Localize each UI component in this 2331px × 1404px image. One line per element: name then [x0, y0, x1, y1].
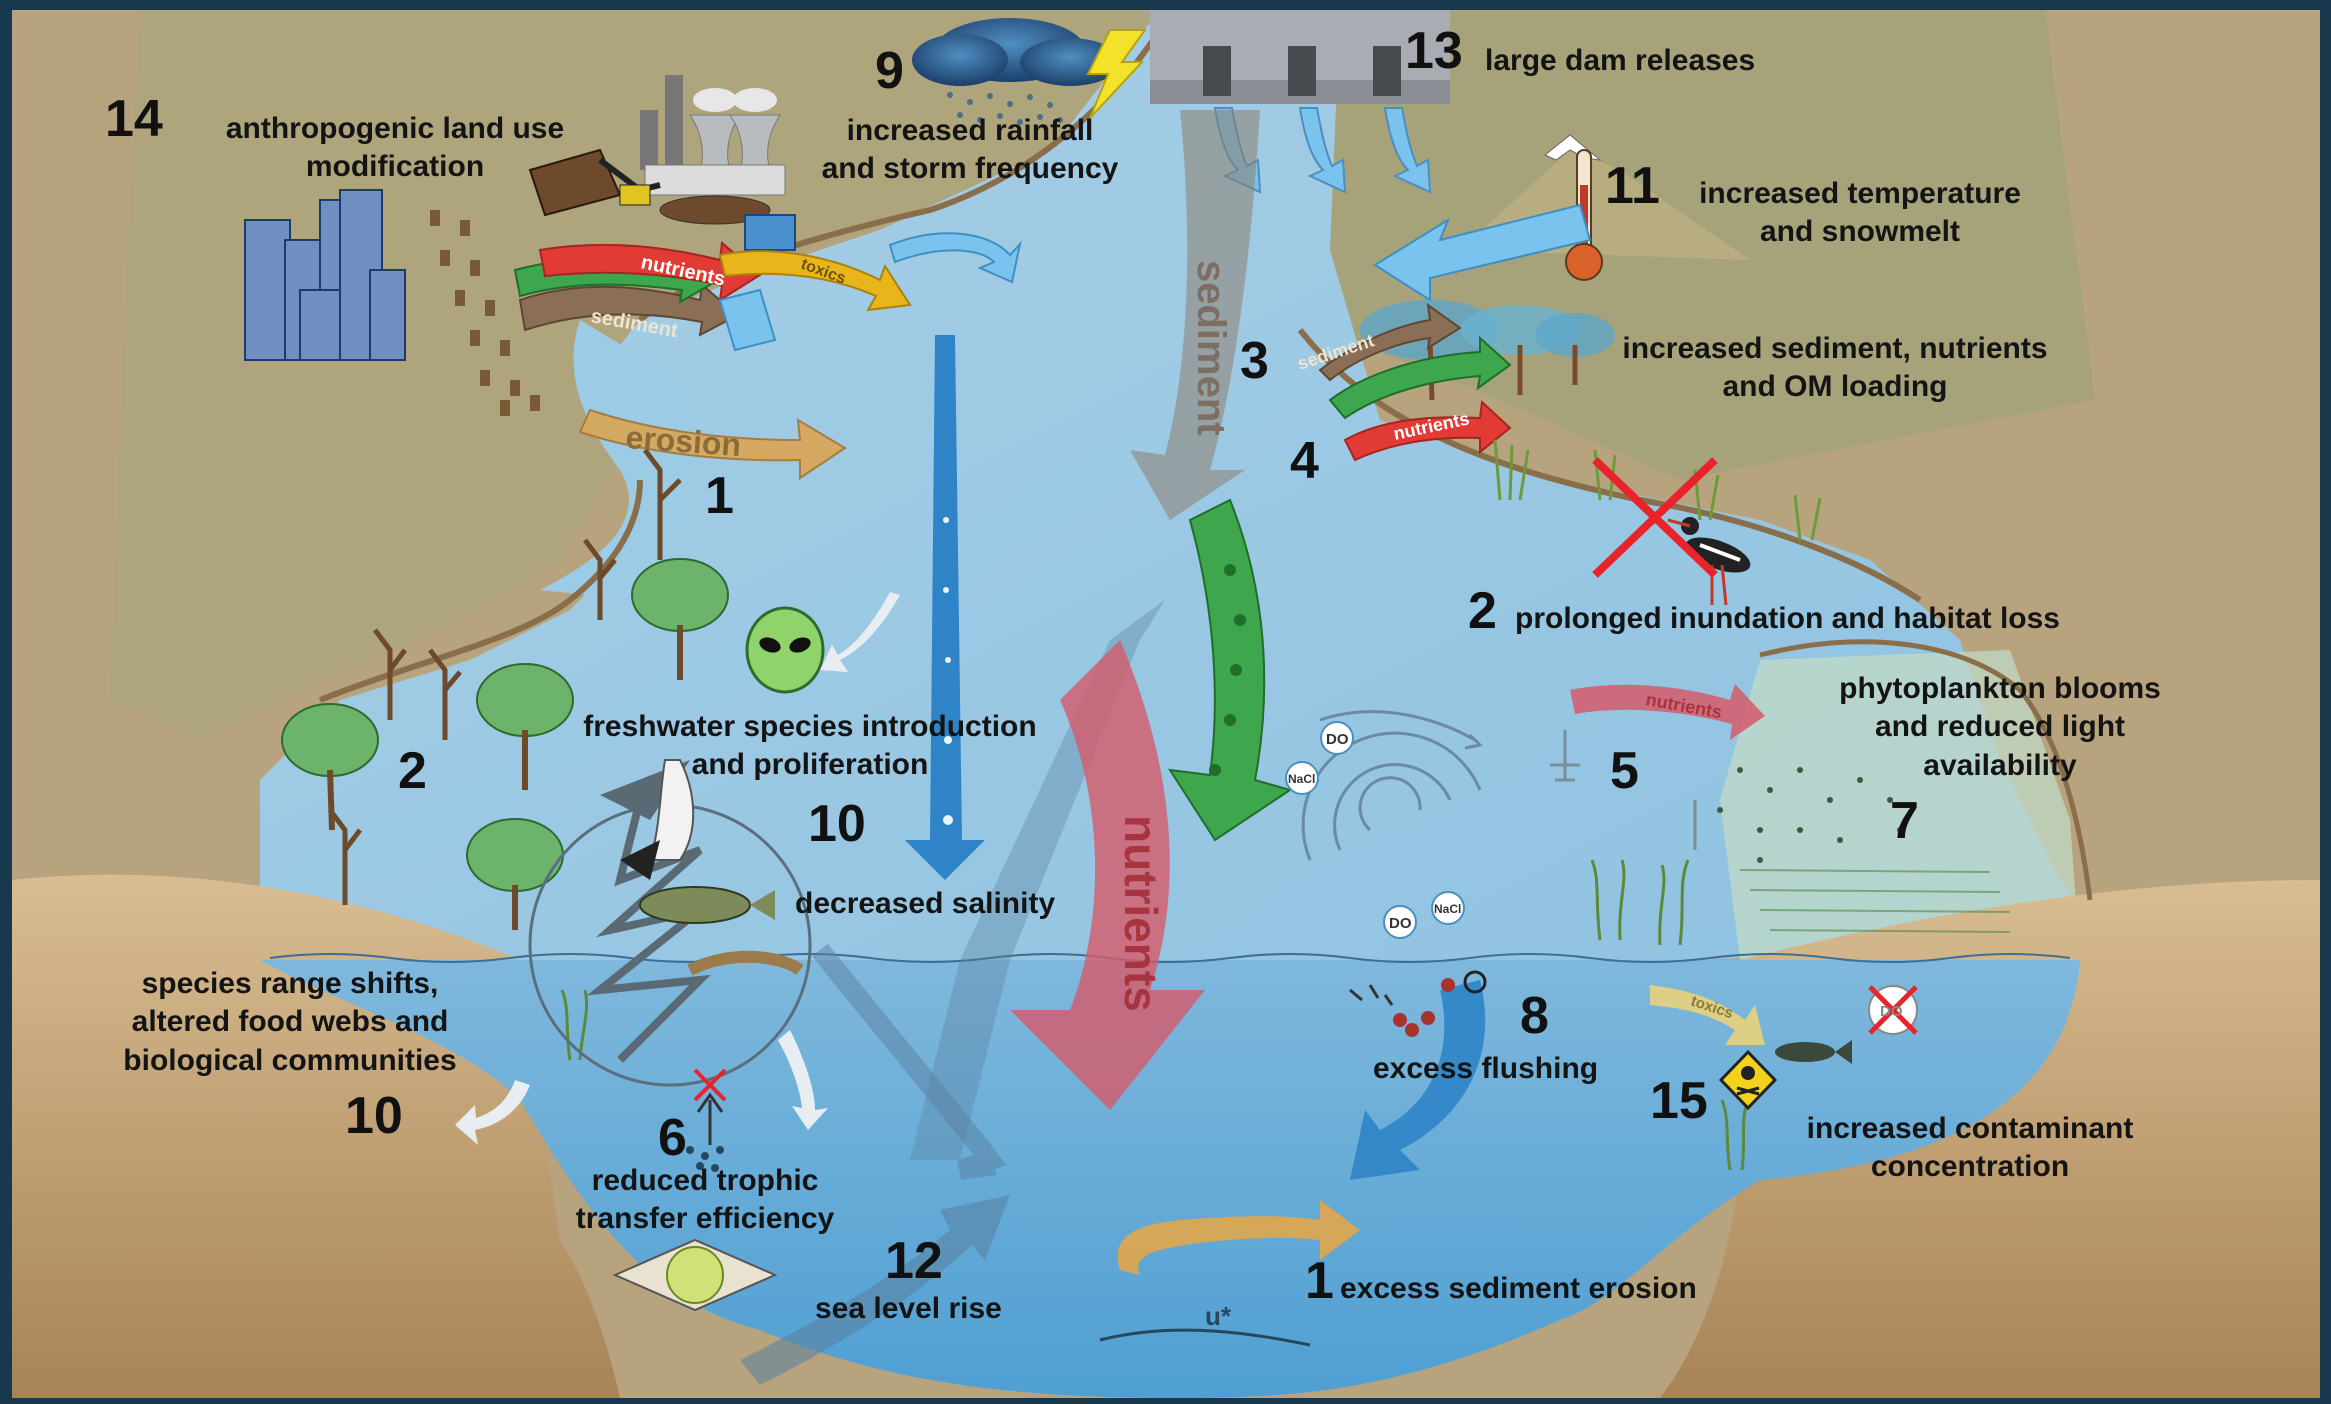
label-inundation: prolonged inundation and habitat loss [1515, 600, 2060, 638]
number-11: 11 [1605, 160, 1660, 212]
label-dam: large dam releases [1485, 42, 1755, 80]
number-10-mid: 10 [808, 798, 866, 850]
number-12: 12 [885, 1235, 943, 1287]
label-anthropogenic: anthropogenic land use modification [185, 110, 605, 187]
label-salinity: decreased salinity [795, 885, 1055, 923]
label-rainfall: increased rainfall and storm frequency [780, 112, 1160, 189]
label-phytoplankton: phytoplankton blooms and reduced light a… [1800, 670, 2200, 785]
number-8: 8 [1520, 990, 1549, 1042]
label-do-crossed: DO [1880, 1003, 1903, 1020]
label-sediment-erosion: excess sediment erosion [1340, 1270, 1697, 1308]
label-sediment-loading: increased sediment, nutrients and OM loa… [1585, 330, 2085, 407]
number-5: 5 [1610, 745, 1639, 797]
label-u-star: u* [1205, 1301, 1232, 1331]
number-13: 13 [1405, 25, 1463, 77]
label-trophic: reduced trophic transfer efficiency [540, 1162, 870, 1239]
label-flushing: excess flushing [1373, 1050, 1598, 1088]
label-range-shifts: species range shifts, altered food webs … [90, 965, 490, 1080]
label-nacl-1: NaCl [1288, 772, 1315, 786]
label-do-2: DO [1389, 915, 1412, 932]
label-nacl-2: NaCl [1434, 902, 1461, 916]
label-freshwater-species: freshwater species introduction and prol… [560, 708, 1060, 785]
number-9: 9 [875, 45, 904, 97]
label-sea-level: sea level rise [815, 1290, 1002, 1328]
label-contaminant: increased contaminant concentration [1760, 1110, 2180, 1187]
number-2-left: 2 [398, 745, 427, 797]
number-7: 7 [1890, 795, 1919, 847]
number-3: 3 [1240, 335, 1269, 387]
number-6: 6 [658, 1112, 687, 1164]
label-do-1: DO [1326, 731, 1349, 748]
number-10-left: 10 [345, 1090, 403, 1142]
label-sediment-big: sediment [1189, 260, 1233, 436]
number-2-right: 2 [1468, 585, 1497, 637]
label-temperature: increased temperature and snowmelt [1660, 175, 2060, 252]
number-1-bottom: 1 [1305, 1255, 1334, 1307]
alien-icon [747, 608, 823, 692]
number-1-top: 1 [705, 470, 734, 522]
number-14: 14 [105, 93, 163, 145]
number-4: 4 [1290, 435, 1319, 487]
number-15: 15 [1650, 1075, 1708, 1127]
label-nutrients-big: nutrients [1115, 815, 1167, 1012]
